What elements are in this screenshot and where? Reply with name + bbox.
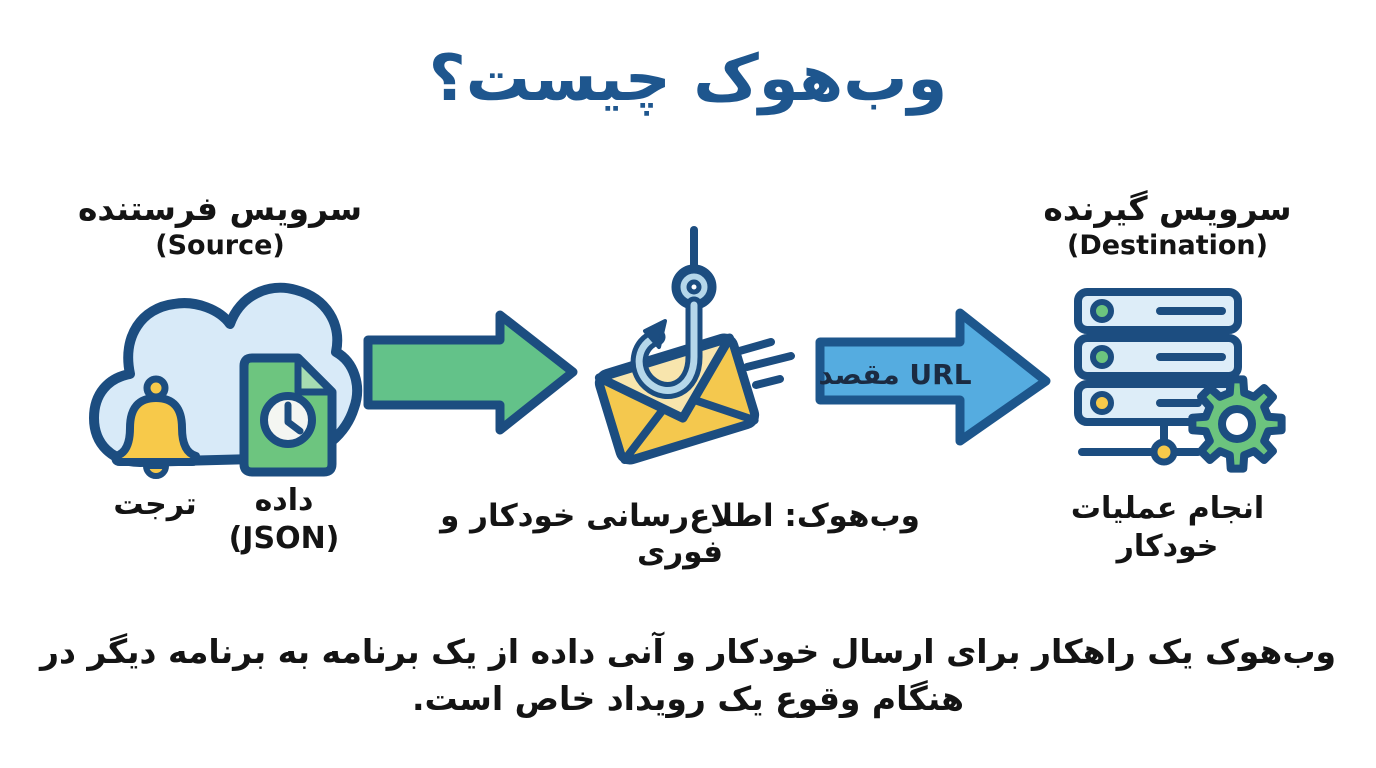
page-title: وب‌هوک چیست؟: [428, 42, 948, 116]
gear-icon: [1188, 375, 1286, 473]
footer-line-2: هنگام وقوع یک رویداد خاص است.: [411, 679, 965, 718]
speed-lines-icon: [732, 338, 795, 389]
network-node-icon: [1078, 418, 1202, 466]
blue-arrow-right-icon: [815, 308, 1051, 446]
green-arrow-right-icon: [363, 310, 578, 435]
destination-heading-fa: سرویس گیرنده: [1043, 189, 1292, 228]
cloud-bell-document-icon: [89, 282, 363, 479]
webhook-caption: وب‌هوک: اطلاع‌رسانی خودکار و فوری: [440, 498, 920, 570]
url-arrow-label: URL مقصد: [818, 357, 972, 391]
hook-envelope-icon: [594, 226, 795, 465]
server-stack-icon: [1074, 288, 1242, 426]
data-label: داده (JSON): [222, 482, 346, 558]
destination-heading-en: (Destination): [1066, 230, 1268, 261]
destination-heading: سرویس گیرنده (Destination): [1020, 188, 1315, 262]
source-heading-fa: سرویس فرستنده: [77, 189, 363, 228]
json-document-clock-icon: [239, 353, 337, 477]
destination-action-label: انجام عملیات خودکار: [1070, 491, 1265, 564]
server-gear-icon: [1074, 288, 1286, 473]
trigger-label: ترجت: [113, 487, 197, 522]
source-heading-en: (Source): [155, 230, 285, 261]
footer-description: وب‌هوک یک راهکار برای ارسال خودکار و آنی…: [0, 628, 1376, 722]
source-heading: سرویس فرستنده (Source): [70, 188, 370, 262]
hook-barb: [643, 319, 667, 349]
bell-icon: [111, 375, 201, 479]
data-label-en: (JSON): [228, 521, 340, 556]
data-label-fa: داده: [254, 483, 314, 518]
footer-line-1: وب‌هوک یک راهکار برای ارسال خودکار و آنی…: [40, 632, 1336, 671]
